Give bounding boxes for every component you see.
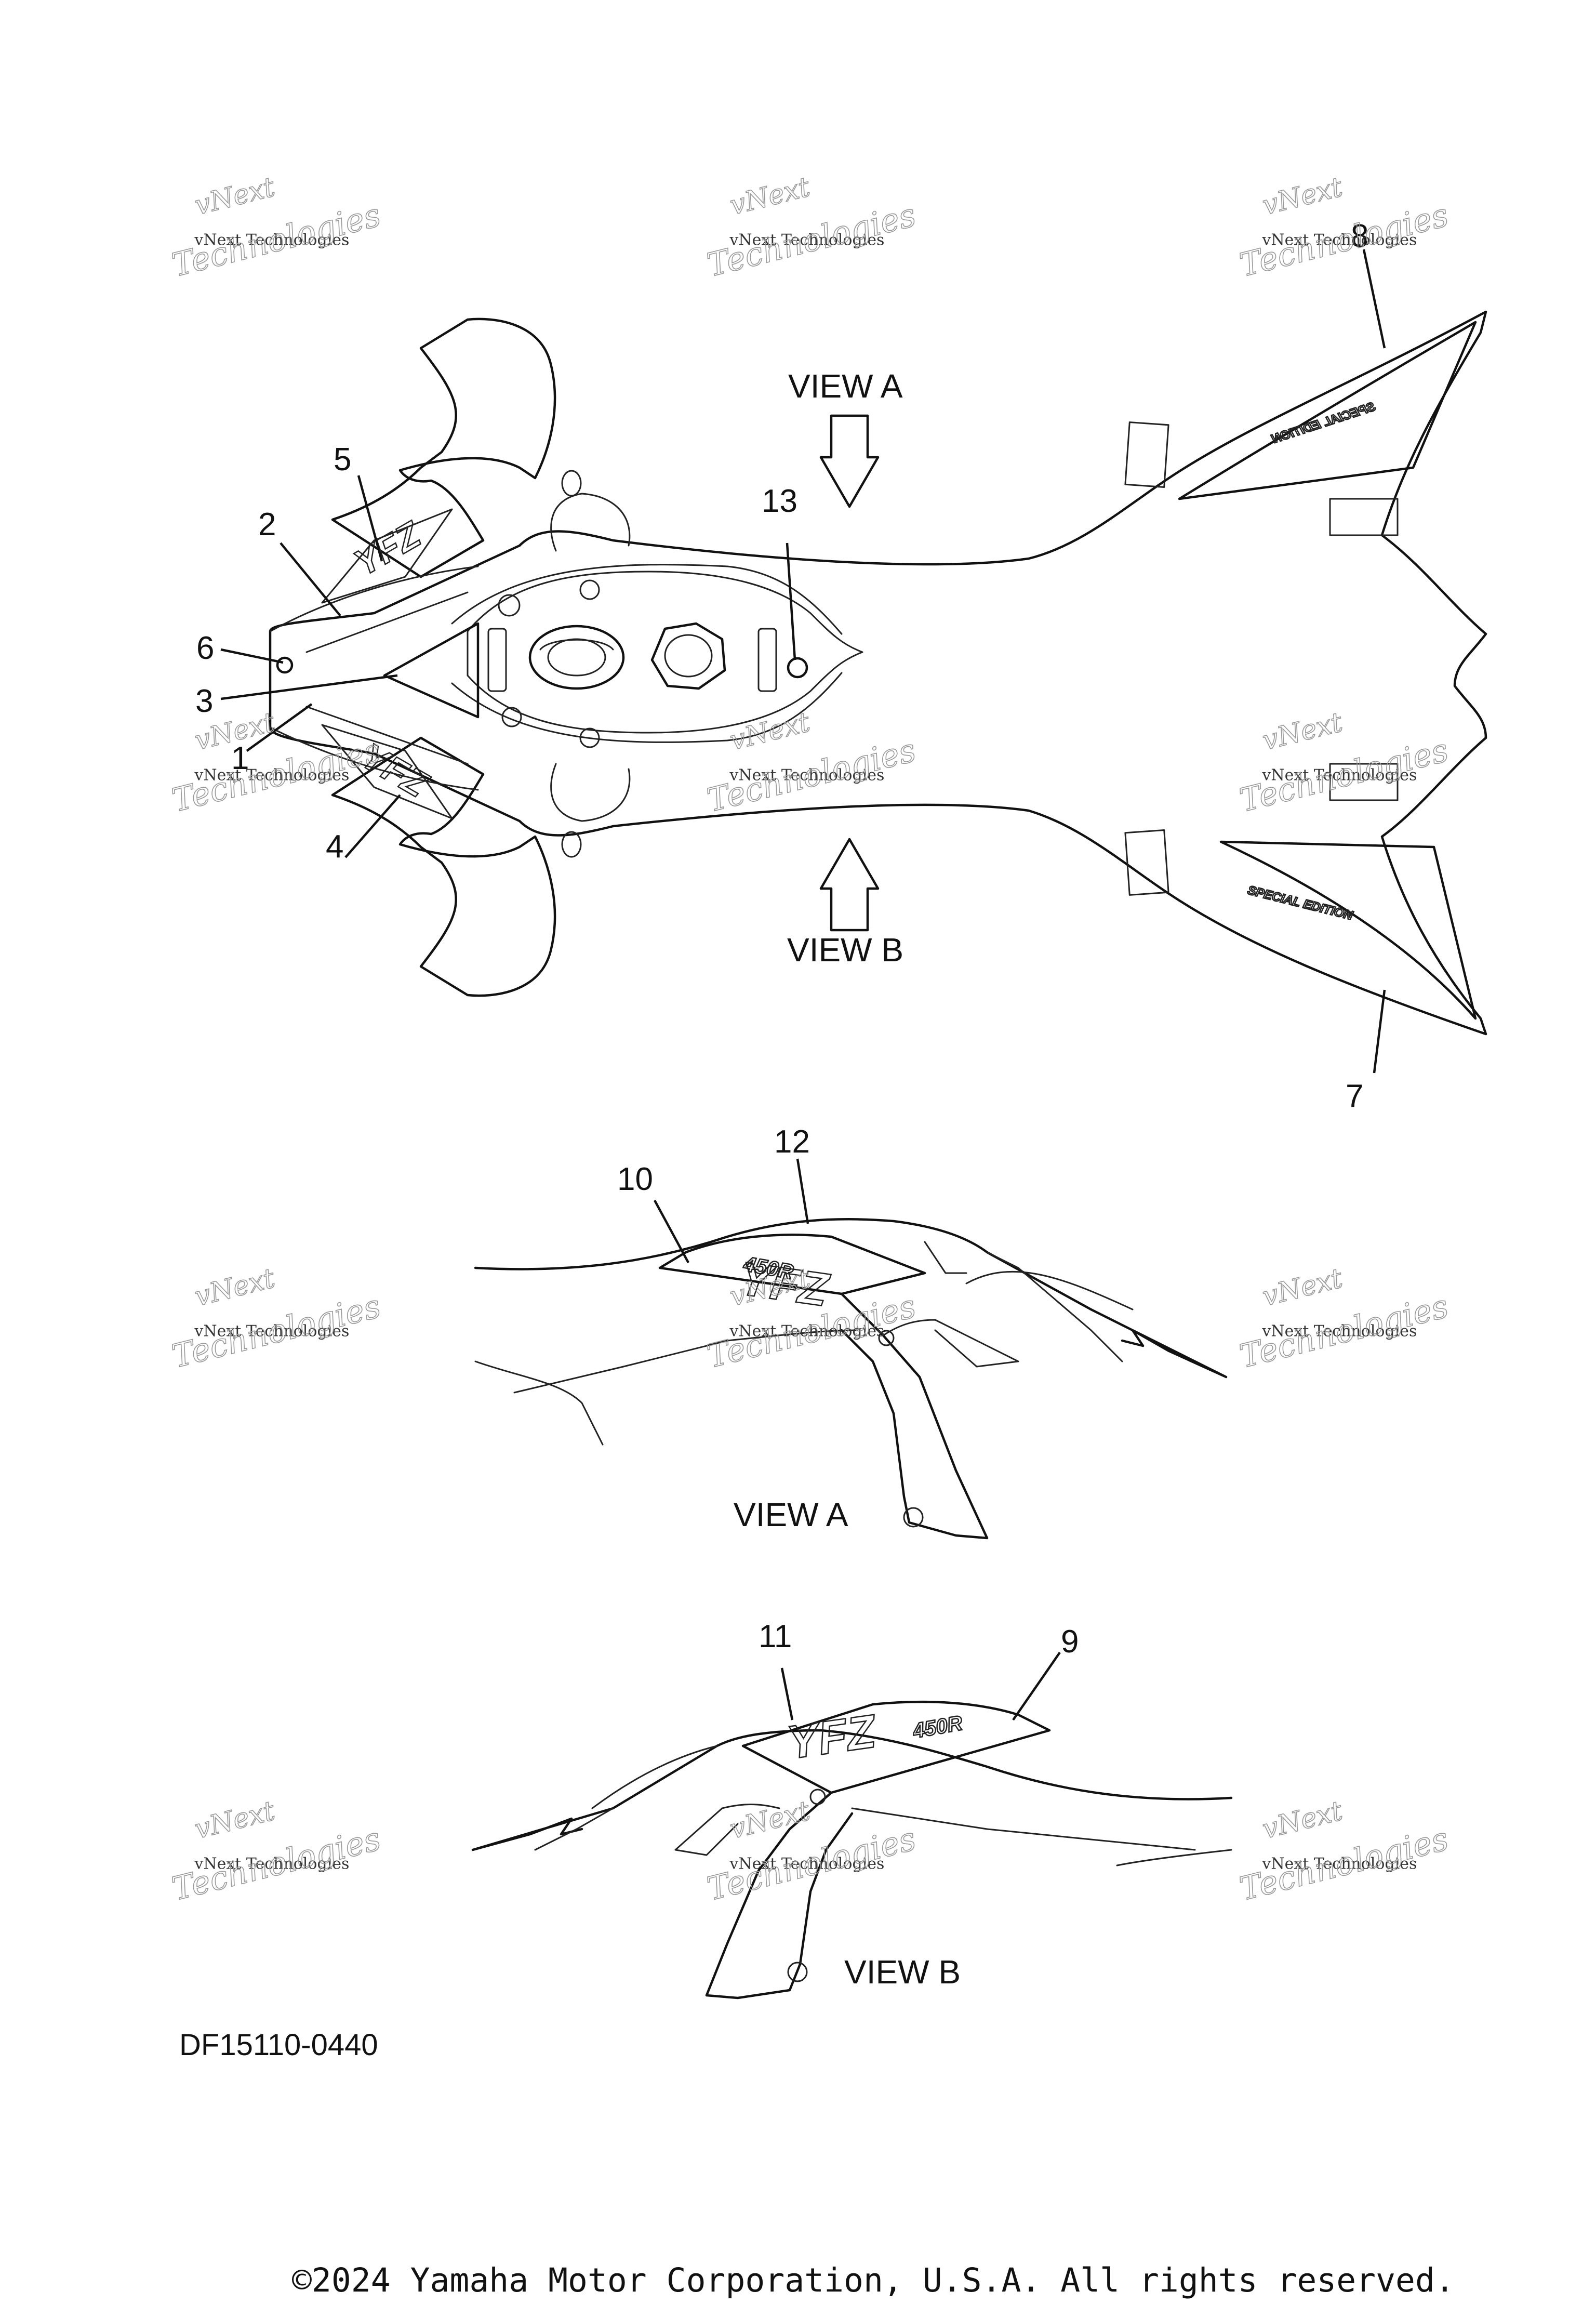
watermark: vNext vNext Technologies Technologies	[168, 706, 384, 819]
svg-text:vNext Technologies: vNext Technologies	[1261, 1855, 1417, 1873]
callout-1: 1	[231, 740, 249, 776]
callout-7: 7	[1346, 1078, 1363, 1114]
special-edition-decal-text-upper: SPECIAL EDITION	[1270, 400, 1377, 446]
diagram-code: DF15110-0440	[179, 2028, 378, 2062]
copyright-notice: ©2024 Yamaha Motor Corporation, U.S.A. A…	[292, 2261, 1455, 2299]
watermark: vNext vNext Technologies Technologies	[703, 171, 920, 284]
view-a-caption: VIEW A	[734, 1496, 848, 1533]
view-b-caption: VIEW B	[844, 1953, 961, 1991]
callout-13: 13	[762, 483, 797, 519]
svg-text:vNext: vNext	[1259, 707, 1346, 757]
view-a-drawing: YFZ 450R	[474, 1218, 1228, 1540]
watermark: vNext vNext Technologies Technologies	[168, 1262, 384, 1375]
watermarks: vNext vNext Technologies Technologies vN…	[168, 171, 1452, 1908]
svg-text:vNext: vNext	[727, 1795, 813, 1845]
callout-3: 3	[195, 683, 213, 719]
svg-text:vNext Technologies: vNext Technologies	[194, 1322, 349, 1341]
svg-text:vNext: vNext	[1259, 1795, 1346, 1845]
callout-2: 2	[258, 507, 276, 542]
svg-text:vNext Technologies: vNext Technologies	[1261, 766, 1417, 785]
callout-12: 12	[774, 1124, 810, 1160]
view-a-arrow-label: VIEW A	[788, 367, 903, 405]
svg-text:vNext: vNext	[1259, 1263, 1346, 1313]
watermark: vNext vNext Technologies Technologies	[1235, 1795, 1452, 1908]
svg-text:vNext Technologies: vNext Technologies	[194, 766, 349, 785]
yfz-decal-view-b: YFZ	[784, 1705, 880, 1769]
svg-text:vNext: vNext	[727, 171, 813, 221]
callout-11: 11	[759, 1619, 792, 1654]
svg-text:vNext Technologies: vNext Technologies	[729, 231, 884, 249]
callout-6: 6	[196, 630, 214, 666]
leader-lines	[220, 249, 1386, 1721]
watermark: vNext vNext Technologies Technologies	[168, 171, 384, 284]
callout-4: 4	[326, 829, 343, 865]
svg-text:vNext Technologies: vNext Technologies	[729, 1322, 884, 1341]
view-a-arrow	[819, 414, 880, 508]
svg-text:vNext: vNext	[192, 171, 278, 221]
watermark: vNext vNext Technologies Technologies	[168, 1795, 384, 1908]
svg-text:vNext: vNext	[1259, 171, 1346, 221]
watermark: vNext vNext Technologies Technologies	[703, 1795, 920, 1908]
watermark: vNext vNext Technologies Technologies	[1235, 1262, 1452, 1375]
callout-5: 5	[334, 442, 351, 478]
view-b-drawing: YFZ 450R	[471, 1700, 1233, 2000]
callout-9: 9	[1061, 1624, 1079, 1660]
special-edition-decal-text-lower: SPECIAL EDITION	[1246, 883, 1355, 923]
svg-text:vNext Technologies: vNext Technologies	[729, 1855, 884, 1873]
svg-text:vNext Technologies: vNext Technologies	[194, 231, 349, 249]
svg-text:vNext: vNext	[192, 1795, 278, 1845]
callout-8: 8	[1351, 218, 1368, 254]
callout-10: 10	[617, 1161, 653, 1197]
svg-text:vNext: vNext	[192, 1263, 278, 1313]
svg-text:vNext Technologies: vNext Technologies	[729, 766, 884, 785]
svg-text:vNext Technologies: vNext Technologies	[194, 1855, 349, 1873]
view-b-arrow-label: VIEW B	[787, 931, 903, 969]
svg-text:vNext Technologies: vNext Technologies	[1261, 1322, 1417, 1341]
view-b-arrow	[819, 838, 880, 932]
450r-decal-view-b: 450R	[911, 1712, 964, 1743]
watermark: vNext vNext Technologies Technologies	[1235, 171, 1452, 284]
svg-text:vNext Technologies: vNext Technologies	[1261, 231, 1417, 249]
top-view-body: SPECIAL EDITION SPECIAL EDITION YFZ YFZ	[269, 310, 1487, 1036]
